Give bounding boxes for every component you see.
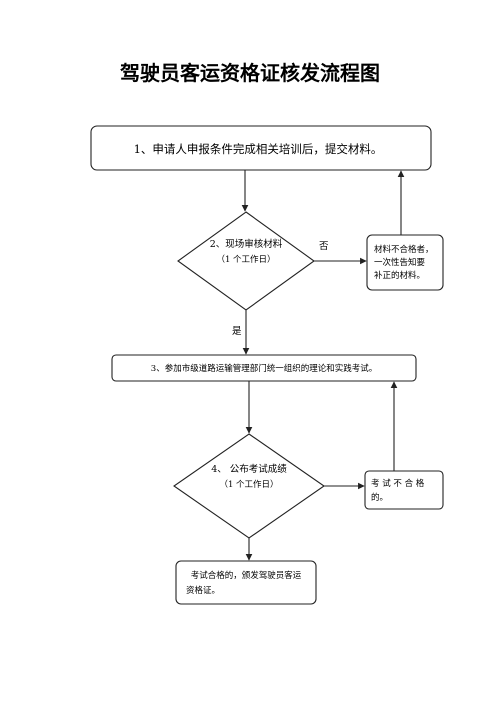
review-label: 2、现场审核材料 (210, 238, 283, 250)
certificate-line2: 资格证。 (186, 585, 220, 596)
certificate-line1: 考试合格的，颁发驾驶员客运 (191, 570, 302, 581)
page-title: 驾驶员客运资格证核发流程图 (120, 61, 380, 85)
exam-fail-box (364, 470, 444, 510)
review-duration: （1 个工作日） (216, 254, 275, 265)
no-label: 否 (319, 241, 329, 252)
exam-fail-line1: 考 试 不 合 格 (371, 478, 425, 489)
reject-materials-line1: 材料不合格者， (374, 244, 434, 255)
step1-box (90, 125, 432, 171)
step1-text: 1、申请人申报条件完成相关培训后，提交材料。 (134, 142, 383, 156)
exam-box (111, 354, 417, 382)
reject-materials-box (366, 234, 444, 291)
results-duration: （1 个工作日） (219, 479, 278, 490)
reject-materials-line3: 补正的材料。 (374, 270, 425, 281)
reject-materials-line2: 一次性告知要 (374, 257, 426, 268)
exam-text: 3、参加市级道路运输管理部门统一组织的理论和实践考试。 (151, 363, 377, 374)
exam-fail-line2: 的。 (371, 492, 388, 503)
yes-label: 是 (232, 326, 242, 337)
certificate-box (175, 560, 317, 605)
results-label: 4、 公布考试成绩 (211, 463, 287, 475)
